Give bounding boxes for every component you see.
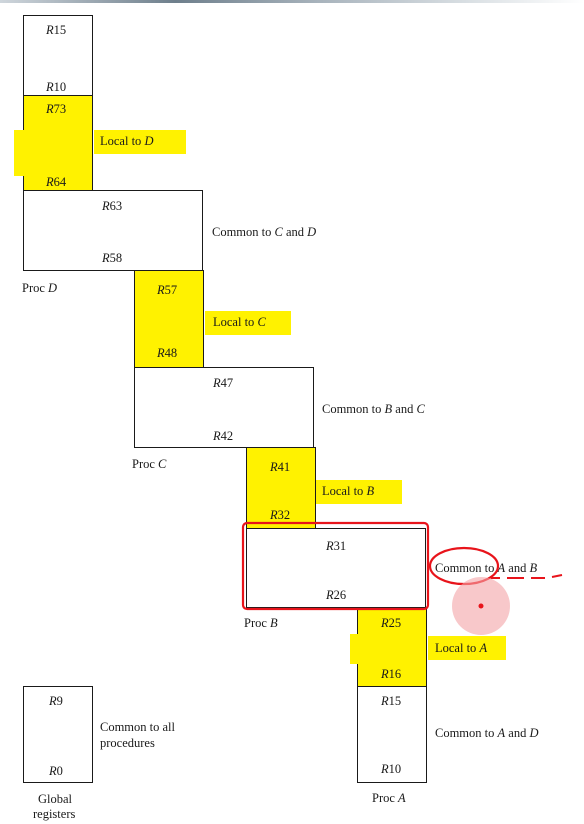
register-label-r47: R47: [213, 376, 234, 390]
common-bc-label: Common to B and C: [322, 402, 425, 416]
local-a-highlight-stray: [350, 634, 360, 664]
proc-d-caption: Proc D: [22, 281, 58, 295]
local-d-label: Local to D: [100, 134, 154, 148]
local-d-highlight-stray: [14, 130, 26, 176]
local-b-label-highlight: [316, 480, 402, 504]
common-bc-window: [134, 367, 314, 448]
register-window-top: [23, 15, 93, 96]
register-label-r73: R73: [46, 102, 67, 116]
global-registers-caption-line1: Global: [38, 792, 73, 806]
register-label-r0: R0: [49, 764, 63, 778]
register-label-r48: R48: [157, 346, 178, 360]
local-a-label: Local to A: [435, 641, 488, 655]
common-cd-window: [23, 190, 203, 271]
common-ab-label: Common to A and B: [435, 561, 538, 575]
proc-a-caption: Proc A: [372, 791, 406, 805]
common-ad-window: [357, 686, 427, 783]
proc-b-caption: Proc B: [244, 616, 278, 630]
register-label-r10-top: R10: [46, 80, 67, 94]
register-label-r10-bottom: R10: [381, 762, 402, 776]
register-label-r57: R57: [157, 283, 178, 297]
cursor-dot: [478, 603, 484, 609]
local-b-window: [246, 447, 316, 529]
local-d-window: [23, 95, 93, 191]
register-label-r31: R31: [326, 539, 347, 553]
register-label-r64: R64: [46, 175, 67, 189]
register-label-r32: R32: [270, 508, 291, 522]
register-label-r15-top: R15: [46, 23, 67, 37]
register-label-r63: R63: [102, 199, 123, 213]
local-c-window: [134, 270, 204, 368]
register-label-r42: R42: [213, 429, 234, 443]
global-common-label-line1: Common to all: [100, 720, 175, 734]
annotation-dash-4: [551, 574, 563, 578]
register-label-r9: R9: [49, 694, 63, 708]
local-c-label-highlight: [205, 311, 291, 335]
global-registers-caption-line2: registers: [33, 807, 76, 821]
local-a-window: [357, 607, 427, 687]
local-a-label-highlight: [428, 636, 506, 660]
cursor-highlight: [452, 577, 510, 635]
window-top-strip: [0, 0, 584, 3]
local-b-label: Local to B: [322, 484, 375, 498]
global-registers-window: [23, 686, 93, 783]
common-ad-label: Common to A and D: [435, 726, 539, 740]
proc-c-caption: Proc C: [132, 457, 167, 471]
register-label-r26: R26: [326, 588, 347, 602]
local-d-label-highlight: [94, 130, 186, 154]
register-label-r15-bottom: R15: [381, 694, 402, 708]
global-common-label-line2: procedures: [100, 736, 155, 750]
local-c-label: Local to C: [213, 315, 266, 329]
register-label-r16: R16: [381, 667, 402, 681]
register-label-r58: R58: [102, 251, 123, 265]
common-cd-label: Common to C and D: [212, 225, 317, 239]
register-label-r41: R41: [270, 460, 291, 474]
register-label-r25: R25: [381, 616, 402, 630]
